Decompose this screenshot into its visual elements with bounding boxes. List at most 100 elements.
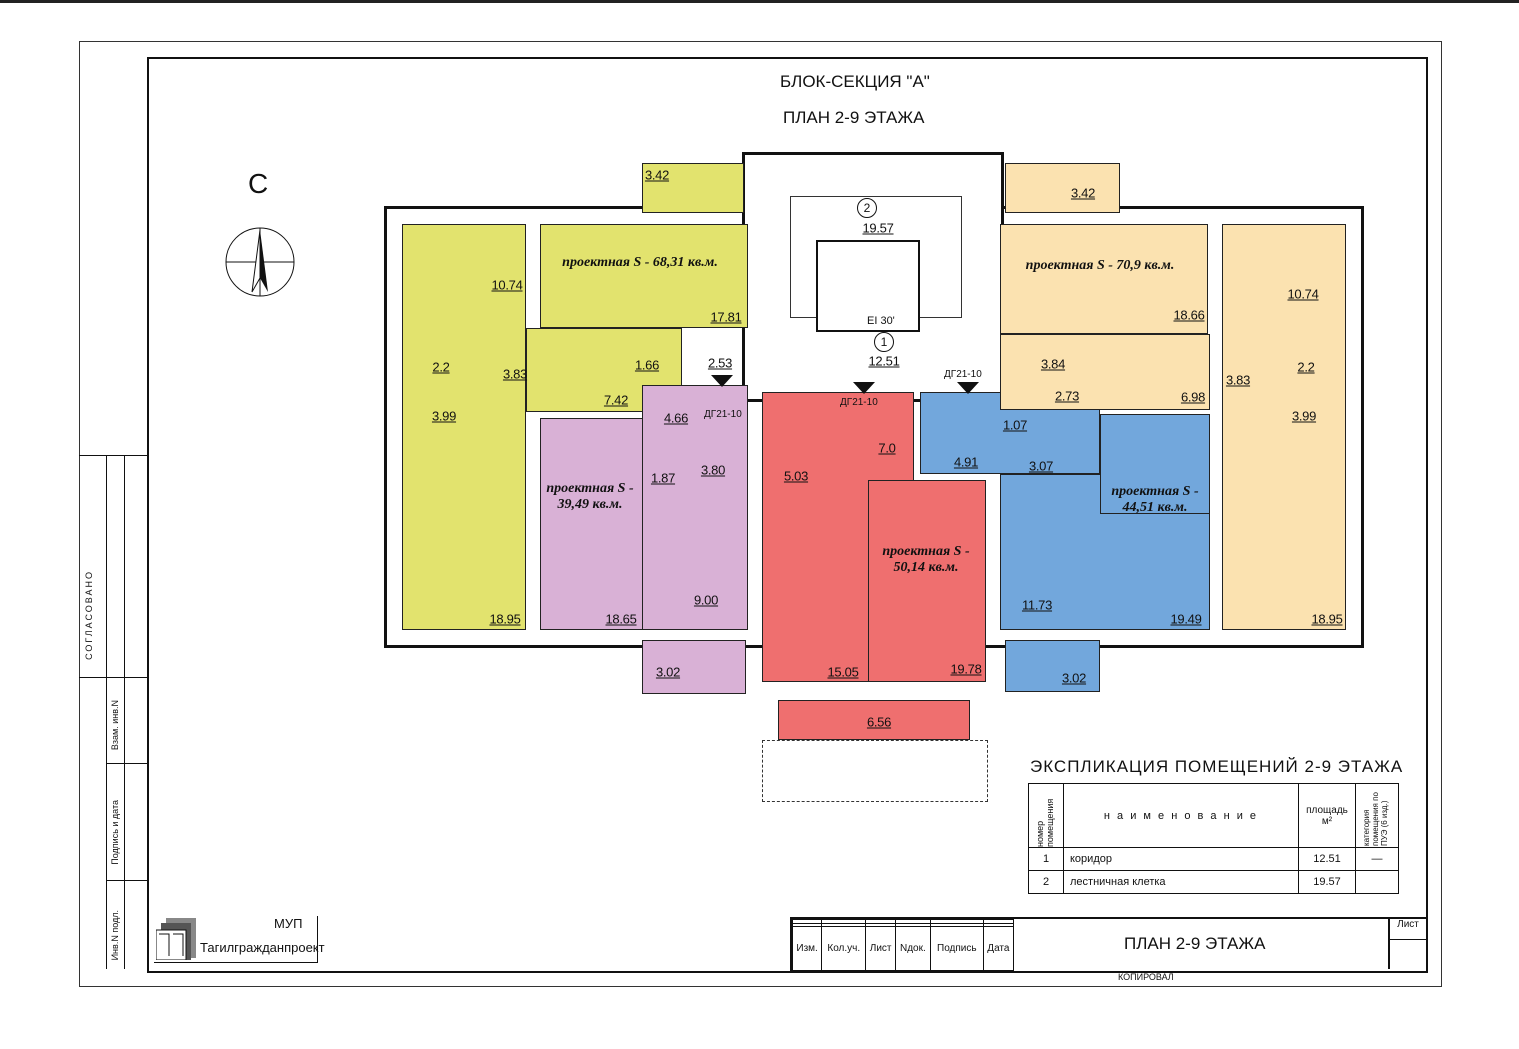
table-row: 1 коридор 12.51 — <box>1028 847 1399 871</box>
revision-table: Изм. Кол.уч. Лист Nдок. Подпись Дата <box>791 919 1015 971</box>
col-label: Подпись <box>929 926 984 971</box>
room-area: 19.49 <box>1170 611 1202 627</box>
fire-rating: EI 30' <box>867 315 895 327</box>
header-name: н а и м е н о в а н и е <box>1063 783 1299 848</box>
apt-4-room <box>1100 414 1210 514</box>
cell: коридор <box>1063 847 1299 871</box>
apt-3-balcony <box>778 700 970 740</box>
room-area: 2.2 <box>432 359 450 375</box>
entry-marker-icon <box>957 382 979 394</box>
cell: — <box>1355 847 1399 871</box>
col-label: Nдок. <box>894 926 931 971</box>
entry-marker-icon <box>853 382 875 394</box>
room-area: 1.87 <box>650 470 676 486</box>
room-area: 3.99 <box>1291 408 1317 424</box>
door-tag: ДГ21-10 <box>840 397 878 408</box>
room-area: 5.03 <box>783 468 809 484</box>
apt-1-room <box>402 224 526 630</box>
company-logo: МУП Тагилгражданпроект <box>154 916 325 963</box>
room-area: 15.05 <box>827 664 859 680</box>
replace-inv-label: Взам. инв.N <box>110 700 120 751</box>
apt-3-room <box>868 480 986 682</box>
signature-date-label: Подпись и дата <box>110 800 120 865</box>
inner-frame <box>147 57 1428 973</box>
room-area: 19.57 <box>862 220 894 236</box>
room-area: 10.74 <box>1287 286 1319 302</box>
apt-3-area-label: проектная S - 50,14 кв.м. <box>882 544 970 575</box>
apt-2-balcony <box>642 640 746 694</box>
north-arrow-icon <box>225 227 295 297</box>
room-area: 2.2 <box>1297 359 1315 375</box>
col-label: Лист <box>865 926 896 971</box>
title-block: Изм. Кол.уч. Лист Nдок. Подпись Дата ПЛА… <box>790 917 1426 971</box>
apt-5-balcony <box>1005 163 1120 213</box>
room-area: 18.66 <box>1173 307 1205 323</box>
apt-2-room <box>642 385 748 630</box>
room-area: 1.07 <box>1002 417 1028 433</box>
cell <box>1355 870 1399 894</box>
explication-table: номер помещения н а и м е н о в а н и е … <box>1028 783 1399 894</box>
org-name: Тагилгражданпроект <box>200 940 325 955</box>
col-label: Кол.уч. <box>821 926 867 971</box>
apt-5-room <box>1000 224 1208 334</box>
room-area: 3.84 <box>1040 356 1066 372</box>
room-area: 2.53 <box>707 355 733 371</box>
apt-4-balcony <box>1005 640 1100 692</box>
header-area: площадь м² <box>1298 783 1356 848</box>
apt-1-area-label: проектная S - 68,31 кв.м. <box>562 255 718 270</box>
room-area: 17.81 <box>710 309 742 325</box>
apt-5-room <box>1222 224 1346 630</box>
elevator-shaft <box>816 240 920 332</box>
apt-2-room <box>540 418 650 630</box>
room-area: 3.83 <box>502 366 528 382</box>
room-area: 3.99 <box>431 408 457 424</box>
header-number: номер помещения <box>1035 798 1055 847</box>
cell: 1 <box>1028 847 1064 871</box>
cell: 19.57 <box>1298 870 1356 894</box>
logo-mark-icon <box>156 918 196 960</box>
room-area: 3.42 <box>644 167 670 183</box>
room-area: 6.98 <box>1180 389 1206 405</box>
room-area: 7.0 <box>878 440 896 456</box>
room-area: 19.78 <box>950 661 982 677</box>
room-area: 12.51 <box>868 353 900 369</box>
room-area: 18.65 <box>605 611 637 627</box>
entry-marker-icon <box>711 375 733 387</box>
room-area: 11.73 <box>1021 597 1053 613</box>
room-area: 2.73 <box>1054 388 1080 404</box>
col-label: Дата <box>982 926 1015 971</box>
apt-4-area-label: проектная S - 44,51 кв.м. <box>1111 484 1199 515</box>
room-area: 18.95 <box>1311 611 1343 627</box>
sheet-title: ПЛАН 2-9 ЭТАЖА <box>1124 934 1266 953</box>
cell: 2 <box>1028 870 1064 894</box>
side-strip: СОГЛАСОВАНО Взам. инв.N Подпись и дата И… <box>79 455 148 969</box>
room-area: 3.02 <box>1061 670 1087 686</box>
copied-label: КОПИРОВАЛ <box>1118 972 1174 982</box>
explication-title: ЭКСПЛИКАЦИЯ ПОМЕЩЕНИЙ 2-9 ЭТАЖА <box>1030 757 1404 776</box>
door-tag: ДГ21-10 <box>944 369 982 380</box>
room-area: 18.95 <box>489 611 521 627</box>
north-letter: С <box>248 168 269 199</box>
room-area: 1.66 <box>634 357 660 373</box>
header-category: категория помещения по ПУЭ (6 изд.) <box>1362 791 1389 846</box>
cell: лестничная клетка <box>1063 870 1299 894</box>
apt-1-room <box>540 224 748 328</box>
room-area: 4.91 <box>953 454 979 470</box>
room-area: 7.42 <box>603 392 629 408</box>
room-area: 6.56 <box>866 714 892 730</box>
apt-5-area-label: проектная S - 70,9 кв.м. <box>1025 258 1175 273</box>
apt-5-hall <box>1000 334 1210 410</box>
room-area: 3.42 <box>1070 185 1096 201</box>
room-area: 4.66 <box>663 410 689 426</box>
room-number: 1 <box>874 332 894 352</box>
agreed-label: СОГЛАСОВАНО <box>84 570 94 660</box>
cell: 12.51 <box>1298 847 1356 871</box>
apt-1-balcony <box>642 163 744 213</box>
room-area: 3.80 <box>700 462 726 478</box>
top-edge <box>0 0 1519 3</box>
col-label: Изм. <box>791 926 823 971</box>
section-title: БЛОК-СЕКЦИЯ "А" <box>780 72 930 91</box>
balcony-outline <box>762 740 988 802</box>
plan-title: ПЛАН 2-9 ЭТАЖА <box>783 108 925 127</box>
room-area: 10.74 <box>491 277 523 293</box>
